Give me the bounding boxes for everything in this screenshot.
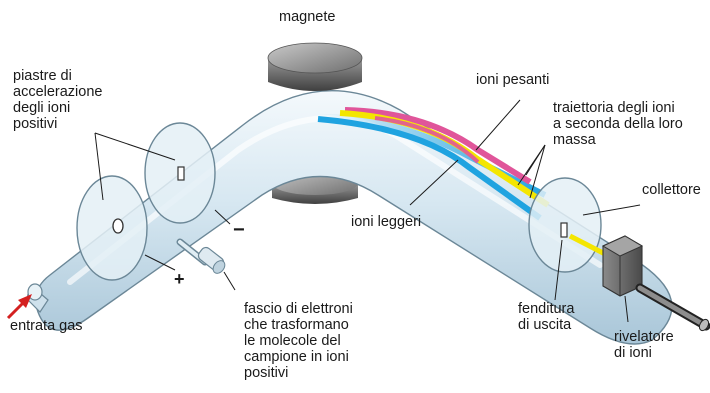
label-traiettoria-l2: a seconda della loro: [553, 116, 683, 132]
gas-inlet-arrow: [8, 294, 32, 318]
label-rivelatore-l1: rivelatore: [614, 329, 674, 345]
label-magnete: magnete: [279, 9, 335, 25]
label-collettore: collettore: [642, 182, 701, 198]
label-piastre-l2: accelerazione: [13, 84, 102, 100]
label-piastre-l3: degli ioni: [13, 100, 70, 116]
acceleration-plate-1: [77, 176, 147, 280]
acceleration-plate-2: [145, 123, 215, 223]
label-traiettoria-l1: traiettoria degli ioni: [553, 100, 675, 116]
label-plus: +: [174, 269, 185, 289]
label-fascio-l4: campione in ioni: [244, 349, 349, 365]
electron-gun: [180, 242, 227, 276]
label-fascio-l1: fascio di elettroni: [244, 301, 353, 317]
label-entrata-gas: entrata gas: [10, 318, 83, 334]
label-fenditura-l1: fenditura: [518, 301, 575, 317]
label-fascio-l5: positivi: [244, 365, 288, 381]
label-piastre-l4: positivi: [13, 116, 57, 132]
label-rivelatore-l2: di ioni: [614, 345, 652, 361]
label-piastre-l1: piastre di: [13, 68, 72, 84]
magnet-upper: [268, 43, 362, 91]
label-fenditura-l2: di uscita: [518, 317, 572, 333]
label-fascio-l3: le molecole del: [244, 333, 341, 349]
label-ioni-pesanti: ioni pesanti: [476, 72, 549, 88]
label-minus: −: [233, 219, 245, 241]
label-ioni-leggeri: ioni leggeri: [351, 214, 421, 230]
label-fascio-l2: che trasformano: [244, 317, 349, 333]
label-traiettoria-l3: massa: [553, 132, 597, 148]
